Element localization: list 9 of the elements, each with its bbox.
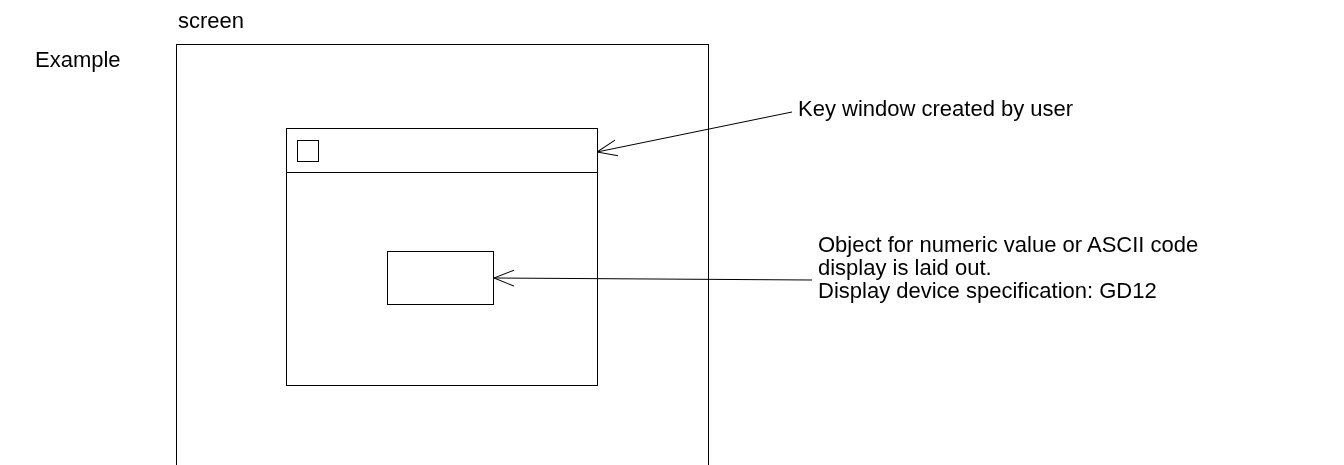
key-window: [286, 128, 598, 386]
callout-text: Key window created by user: [798, 97, 1074, 120]
example-label: Example: [35, 48, 121, 71]
leader-line: [596, 111, 793, 157]
callout-text: Display device specification: GD12: [818, 279, 1158, 302]
leader-line: [493, 269, 813, 287]
screen-heading: screen: [178, 9, 245, 32]
display-object: [387, 251, 494, 305]
callout-text: Object for numeric value or ASCII code display is laid out.: [818, 233, 1200, 279]
